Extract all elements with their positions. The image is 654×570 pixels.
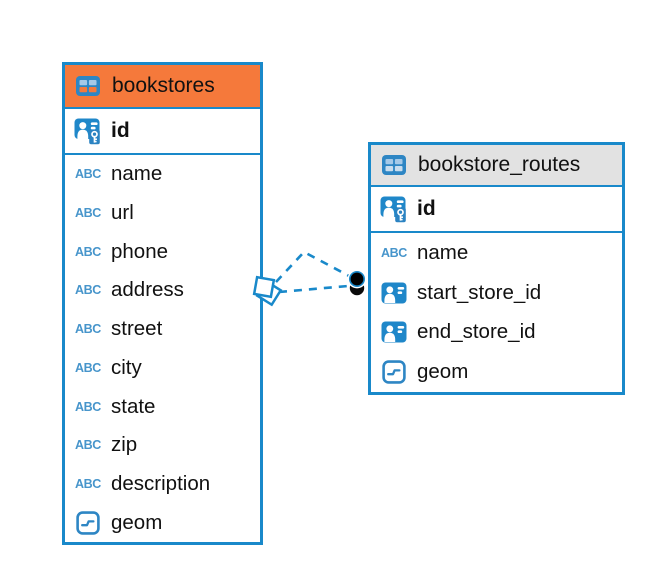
dot-marker (347, 269, 367, 296)
column-row-url[interactable]: ABC url (65, 193, 260, 233)
column-name: id (417, 197, 436, 220)
column-row-geom[interactable]: geom (65, 503, 260, 543)
column-row-start-store-id[interactable]: start_store_id (371, 272, 622, 313)
relationship-edge[interactable] (278, 284, 349, 294)
column-name: geom (111, 510, 163, 534)
table-header-bookstores[interactable]: bookstores (65, 65, 260, 109)
column-name: id (111, 119, 130, 142)
table-name: bookstore_routes (418, 153, 581, 176)
column-row-description[interactable]: ABC description (65, 464, 260, 504)
text-type-icon: ABC (381, 245, 407, 260)
column-row-city[interactable]: ABC city (65, 348, 260, 388)
column-name: geom (417, 360, 469, 384)
column-name: zip (111, 433, 138, 457)
entity-table-bookstore-routes: bookstore_routes id ABC name start_store… (368, 142, 625, 395)
text-type-icon: ABC (75, 476, 101, 491)
geometry-type-icon (73, 511, 103, 535)
column-row-geom[interactable]: geom (371, 352, 622, 392)
column-row-id[interactable]: id (371, 187, 622, 233)
column-name: phone (111, 239, 169, 263)
text-type-icon: ABC (75, 322, 101, 337)
column-row-street[interactable]: ABC street (65, 309, 260, 349)
table-name: bookstores (112, 74, 215, 97)
table-icon (73, 75, 103, 97)
text-type-icon: ABC (75, 244, 101, 259)
column-name: state (111, 394, 156, 418)
column-row-end-store-id[interactable]: end_store_id (371, 312, 622, 353)
column-list: ABC name ABC url ABC phone ABC address A… (65, 155, 260, 543)
column-name: start_store_id (417, 280, 542, 304)
column-row-state[interactable]: ABC state (65, 387, 260, 426)
column-name: name (111, 162, 163, 186)
entity-table-bookstores: bookstores id ABC name ABC url ABC phone… (62, 62, 263, 545)
table-icon (379, 154, 409, 176)
column-row-phone[interactable]: ABC phone (65, 232, 260, 272)
column-row-name[interactable]: ABC name (371, 233, 622, 273)
primary-key-icon (73, 117, 103, 145)
column-name: name (417, 240, 469, 264)
column-row-zip[interactable]: ABC zip (65, 425, 260, 465)
text-type-icon: ABC (75, 360, 101, 375)
column-name: end_store_id (417, 320, 536, 344)
column-row-id[interactable]: id (65, 109, 260, 155)
column-row-address[interactable]: ABC address (65, 271, 260, 310)
foreign-key-icon (379, 282, 409, 304)
foreign-key-icon (379, 321, 409, 343)
table-header-bookstore-routes[interactable]: bookstore_routes (371, 145, 622, 187)
column-name: city (111, 355, 142, 379)
column-name: street (111, 317, 163, 341)
geometry-type-icon (379, 360, 409, 384)
text-type-icon: ABC (75, 438, 101, 453)
text-type-icon: ABC (75, 283, 101, 298)
text-type-icon: ABC (75, 167, 101, 182)
column-name: url (111, 201, 134, 225)
column-list: ABC name start_store_id end_store_id ge (371, 233, 622, 392)
relationship-edge[interactable] (275, 250, 352, 283)
column-name: address (111, 278, 184, 302)
column-row-name[interactable]: ABC name (65, 155, 260, 194)
text-type-icon: ABC (75, 206, 101, 221)
primary-key-icon (379, 195, 409, 223)
text-type-icon: ABC (75, 399, 101, 414)
column-name: description (111, 471, 211, 495)
